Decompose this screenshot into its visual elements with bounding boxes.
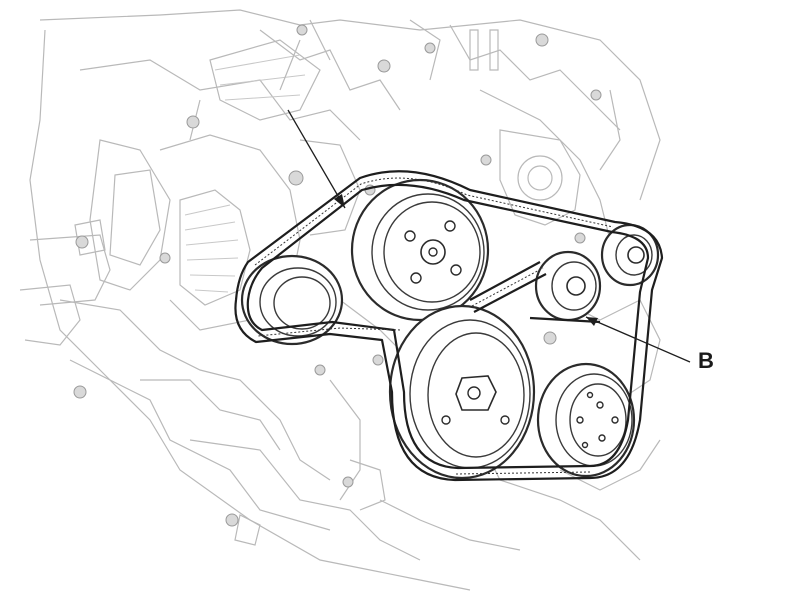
leader-arrowhead	[334, 194, 345, 208]
ac-compressor-pulley	[536, 362, 636, 478]
idler-pulley	[534, 250, 602, 322]
callout-b-label: B	[698, 348, 714, 373]
drive-belt	[234, 170, 664, 482]
alternator-pulley	[240, 254, 344, 346]
crankshaft-pulley	[388, 304, 536, 480]
background-bolts	[73, 24, 602, 527]
tensioner-pulley	[600, 223, 660, 287]
water-pump-pulley	[350, 178, 490, 322]
callout-leaders	[287, 109, 691, 363]
leader-b-arrowhead	[586, 317, 598, 326]
